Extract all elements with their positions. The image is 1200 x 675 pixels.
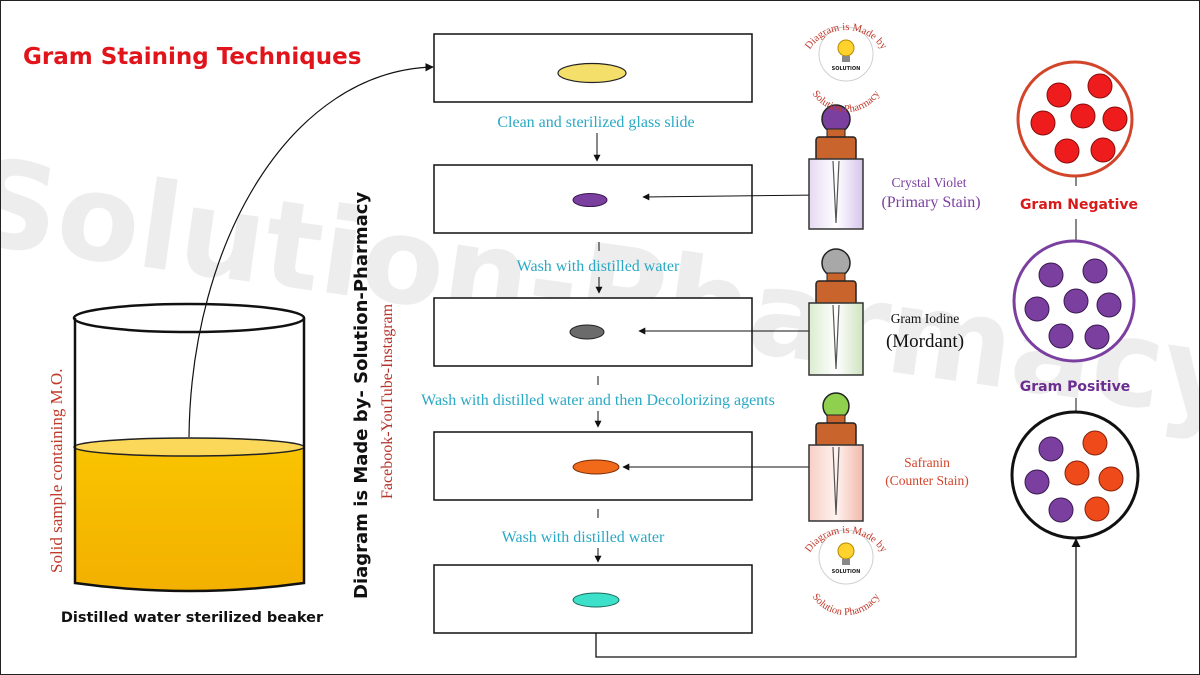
sample-smear <box>557 62 627 84</box>
seal-arc-bottom: Solution Pharmacy <box>810 88 883 115</box>
transfer-arrow <box>188 63 434 438</box>
reagent-name-3: Safranin <box>904 455 950 470</box>
beaker-liquid <box>75 441 304 591</box>
beaker-caption: Distilled water sterilized beaker <box>61 610 324 626</box>
result-arrow <box>595 538 1081 658</box>
beaker-wall <box>73 318 306 593</box>
page-title: Gram Staining Techniques <box>23 44 361 70</box>
seal-arc-bottom: Solution Pharmacy <box>810 591 883 618</box>
reagent-name-2: Gram Iodine <box>891 311 960 326</box>
step-label-3: Wash with distilled water and then Decol… <box>421 392 775 409</box>
gram-negative-label: Gram Negative <box>1020 197 1138 213</box>
crystal-violet-arrow <box>642 193 822 201</box>
slide-5 <box>433 564 753 634</box>
beaker <box>72 302 306 593</box>
iodine-smear <box>569 324 605 340</box>
safranin-dropper-icon <box>808 392 864 522</box>
step-label-2: Wash with distilled water <box>517 258 680 275</box>
slide-1 <box>433 33 753 103</box>
credit-main: Diagram is Made by- Solution-Pharmacy <box>351 192 372 599</box>
step-label-1: Clean and sterilized glass slide <box>497 114 694 131</box>
seal-center-text: SOLUTION <box>832 66 861 72</box>
gram-iodine-dropper-icon <box>808 248 864 376</box>
slide-3 <box>433 297 753 367</box>
slide-4 <box>433 431 753 501</box>
liquid-surface <box>73 437 305 457</box>
reagent-role-1: (Primary Stain) <box>881 194 980 211</box>
mixed-result-circle <box>1010 410 1140 540</box>
slide-2 <box>433 164 753 234</box>
seal-center-text: SOLUTION <box>832 569 861 575</box>
safranin-smear <box>572 459 620 475</box>
crystal-violet-dropper-icon <box>808 104 864 230</box>
final-smear <box>572 592 620 608</box>
crystal-violet-smear <box>572 193 608 207</box>
beaker-rim <box>72 302 306 334</box>
gram-positive-circle <box>1012 239 1136 363</box>
credit-sub: Facebook-YouTube-Instagram <box>379 303 396 499</box>
reagent-name-1: Crystal Violet <box>891 175 966 190</box>
beaker-side-label: Solid sample containing M.O. <box>47 369 66 573</box>
step-label-4: Wash with distilled water <box>502 529 665 546</box>
reagent-role-2: (Mordant) <box>886 331 964 352</box>
author-seal-icon: SOLUTION Diagram is Made by Solution Pha… <box>803 22 889 115</box>
gram-negative-circle <box>1016 60 1134 178</box>
reagent-role-3: (Counter Stain) <box>885 473 969 488</box>
gram-positive-label: Gram Positive <box>1020 379 1130 395</box>
author-seal-icon: SOLUTION Diagram is Made by Solution Pha… <box>803 525 889 618</box>
